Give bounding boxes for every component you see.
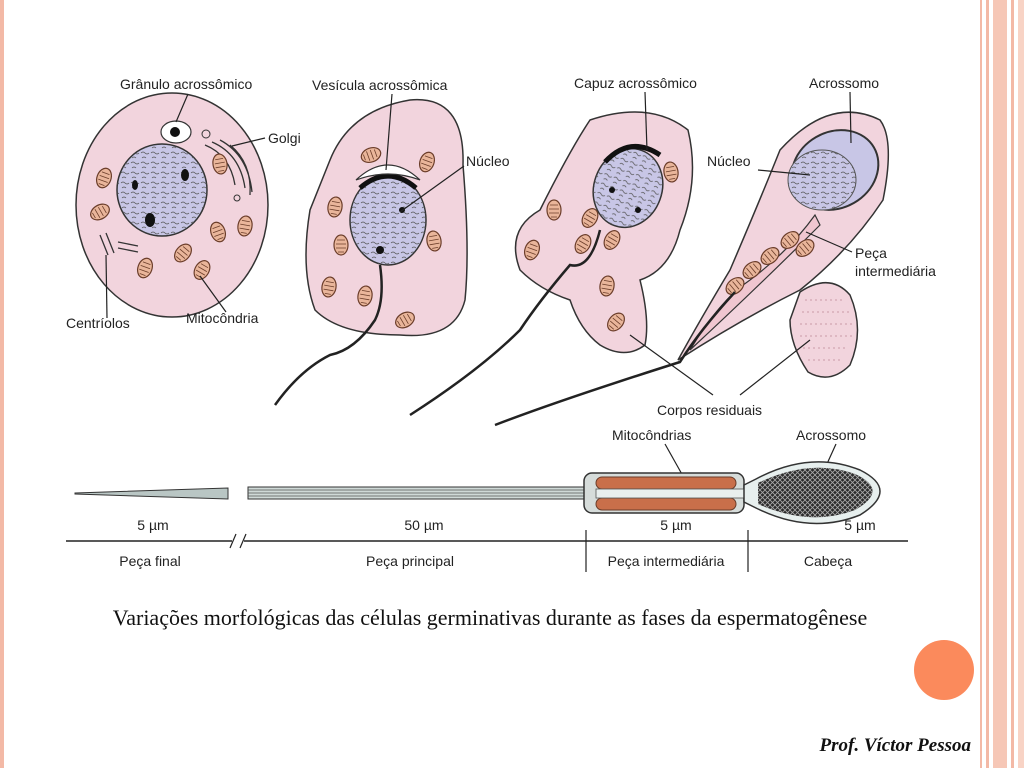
scale-bar: 5 µm 50 µm 5 µm 5 µm Peça final Peça pri…: [66, 517, 908, 572]
spermatid-cell: [75, 92, 269, 318]
segment-peca-intermediaria: Peça intermediária: [608, 553, 725, 569]
label-acrossomo-1: Acrossomo: [809, 75, 879, 91]
label-granulo-acrossomico: Grânulo acrossômico: [120, 76, 252, 92]
leader-lines: [105, 91, 853, 486]
scale-size-peca-final: 5 µm: [137, 517, 168, 533]
label-mitocondrias: Mitocôndrias: [612, 427, 691, 443]
residual-body: [789, 282, 859, 378]
segment-cabeca: Cabeça: [804, 553, 852, 569]
label-mitocondria: Mitocôndria: [186, 310, 259, 326]
label-centriolos: Centríolos: [66, 315, 130, 331]
label-nucleo-1: Núcleo: [466, 153, 510, 169]
scale-size-peca-principal: 50 µm: [404, 517, 443, 533]
scale-size-peca-intermediaria: 5 µm: [660, 517, 691, 533]
label-acrossomo-2: Acrossomo: [796, 427, 866, 443]
segment-peca-final: Peça final: [119, 553, 180, 569]
label-corpos-residuais: Corpos residuais: [657, 402, 762, 418]
label-peca: Peça: [855, 245, 887, 261]
segment-peca-principal: Peça principal: [366, 553, 454, 569]
label-intermediaria: intermediária: [855, 263, 936, 279]
author-credit: Prof. Víctor Pessoa: [819, 735, 971, 756]
scale-size-cabeca: 5 µm: [844, 517, 875, 533]
mature-spermatozoon: [74, 461, 881, 525]
residual-body-texture: [800, 299, 852, 361]
spermatogenesis-diagram: Grânulo acrossômico Golgi Centríolos Mit…: [66, 75, 936, 572]
cap-phase-cell: [409, 111, 694, 417]
golgi-phase-cell: [273, 98, 468, 406]
label-nucleo-2: Núcleo: [707, 153, 751, 169]
acrosome-phase-cell: [494, 111, 890, 427]
left-accent-bar: [0, 0, 4, 768]
figure-caption: Variações morfológicas das células germi…: [112, 605, 868, 630]
label-capuz-acrossomico: Capuz acrossômico: [574, 75, 697, 91]
accent-circle: [914, 640, 974, 700]
label-vesicula-acrossomica: Vesícula acrossômica: [312, 77, 448, 93]
label-golgi: Golgi: [268, 130, 301, 146]
right-stripes: [980, 0, 1024, 768]
